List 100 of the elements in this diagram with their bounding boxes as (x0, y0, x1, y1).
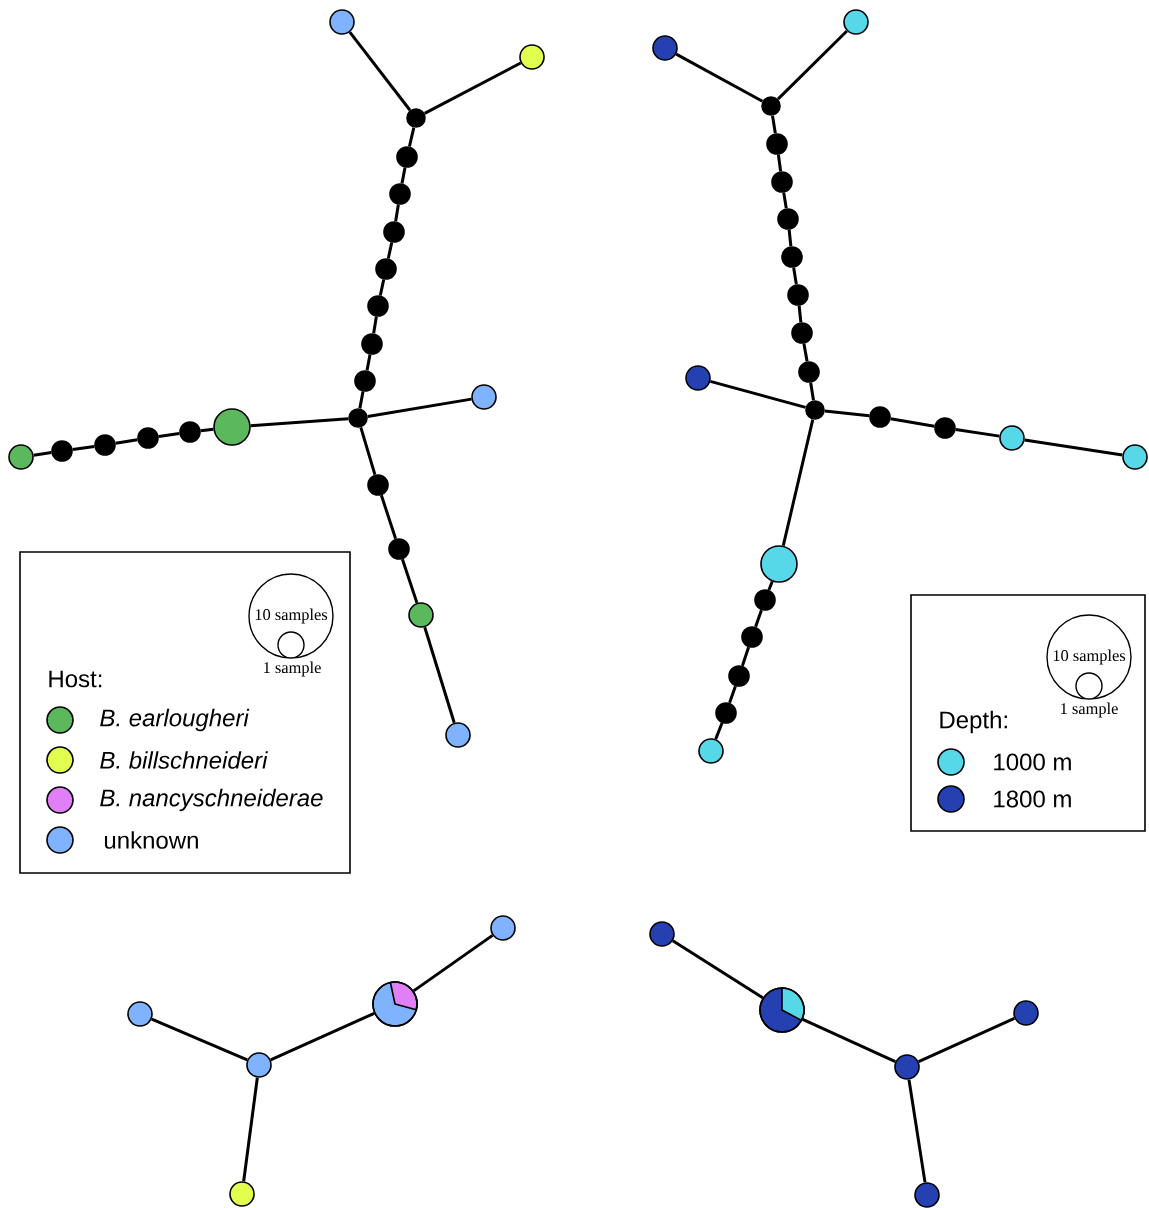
network-link (728, 685, 737, 704)
network-link (72, 445, 95, 451)
network-link (401, 558, 419, 604)
median-vector-dot (361, 333, 383, 355)
network-link (372, 316, 378, 334)
network-link (400, 167, 407, 184)
network-link (386, 242, 394, 259)
network-link (918, 1016, 1015, 1064)
network-link (250, 417, 349, 428)
haplotype-circle (914, 1182, 940, 1208)
haplotype-circle (490, 915, 516, 941)
median-vector-dot (791, 322, 813, 344)
median-vector-dot (869, 406, 891, 428)
pie-chart-node (372, 981, 418, 1027)
network-link (33, 451, 52, 457)
network-link (890, 417, 935, 428)
haplotype-circle (685, 365, 711, 391)
median-vector-dot (396, 146, 418, 168)
network-link (242, 1077, 259, 1182)
haplotype-circle (8, 444, 34, 470)
sample-size-label: 10 samples (1053, 649, 1126, 665)
network-link (407, 127, 416, 147)
haplotype-circle (843, 9, 869, 35)
network-link (787, 229, 793, 247)
legend-label: unknown (104, 831, 198, 849)
network-link (797, 305, 803, 323)
haplotype-circle (445, 722, 471, 748)
network-link (802, 343, 809, 362)
legend-label: B. earlougheri (100, 708, 250, 732)
legend-label: 1000 m (994, 753, 1071, 771)
haplotype-circle (329, 9, 355, 35)
median-vector-dot (741, 626, 763, 648)
median-vector-dot (787, 284, 809, 306)
network-link (672, 939, 764, 1000)
network-link (394, 204, 400, 222)
network-link (367, 397, 472, 418)
network-link (200, 427, 214, 433)
median-vector-dot (367, 295, 389, 317)
median-vector-dot (348, 408, 368, 428)
network-link (115, 438, 138, 445)
median-vector-dot (406, 108, 426, 128)
median-vector-dot (179, 421, 201, 443)
legend-label: B. billschneideri (100, 751, 268, 769)
median-vector-dot (375, 258, 397, 280)
haplotype-circle (652, 35, 678, 61)
network-link (782, 192, 788, 209)
legend-label: B. nancyschneiderae (100, 788, 323, 812)
haplotype-circle (1013, 1000, 1039, 1026)
haplotype-circle (698, 738, 724, 764)
network-link (675, 52, 764, 103)
network-link (423, 626, 456, 724)
haplotype-circle (229, 1181, 255, 1207)
network-link (754, 609, 763, 628)
legend-label: 1800 m (994, 790, 1071, 808)
network-link (378, 279, 386, 296)
network-link (1024, 438, 1123, 457)
network-link (776, 29, 848, 101)
network-link (379, 494, 398, 540)
haplotype-circle (1122, 444, 1148, 470)
network-link (955, 428, 1000, 438)
pie-chart-node (759, 987, 805, 1033)
median-vector-dot (137, 427, 159, 449)
haplotype-circle (894, 1054, 920, 1080)
network-link (365, 354, 372, 371)
network-link (151, 1017, 248, 1062)
network-link (358, 391, 365, 409)
network-link (767, 581, 774, 591)
median-vector-dot (798, 361, 820, 383)
median-vector-dot (766, 133, 788, 155)
legend-heading: Host: (49, 670, 102, 688)
network-link (423, 61, 522, 115)
median-vector-dot (354, 370, 376, 392)
legend-heading: Depth: (940, 710, 1007, 734)
haplotype-circle (519, 44, 545, 70)
network-link (824, 409, 870, 418)
haplotype-circle (760, 545, 798, 583)
network-link (809, 382, 815, 401)
network-link (781, 419, 815, 547)
network-link (348, 31, 412, 112)
median-vector-dot (389, 183, 411, 205)
median-vector-dot (781, 246, 803, 268)
network-link (270, 1011, 375, 1062)
median-vector-dot (805, 400, 825, 420)
median-vector-dot (728, 665, 750, 687)
network-link (792, 267, 798, 285)
sample-size-label: 1 sample (1061, 702, 1118, 718)
network-link (802, 1018, 896, 1064)
network-link (776, 154, 783, 172)
median-vector-dot (94, 434, 116, 456)
median-vector-dot (383, 221, 405, 243)
median-vector-dot (388, 538, 410, 560)
network-link (412, 934, 494, 993)
median-vector-dot (771, 171, 793, 193)
network-link (359, 426, 377, 476)
median-vector-dot (51, 440, 73, 462)
haplotype-circle (471, 384, 497, 410)
haplotype-circle (246, 1052, 272, 1078)
haplotype-circle (999, 425, 1025, 451)
haplotype-circle (408, 602, 434, 628)
network-link (771, 115, 777, 134)
